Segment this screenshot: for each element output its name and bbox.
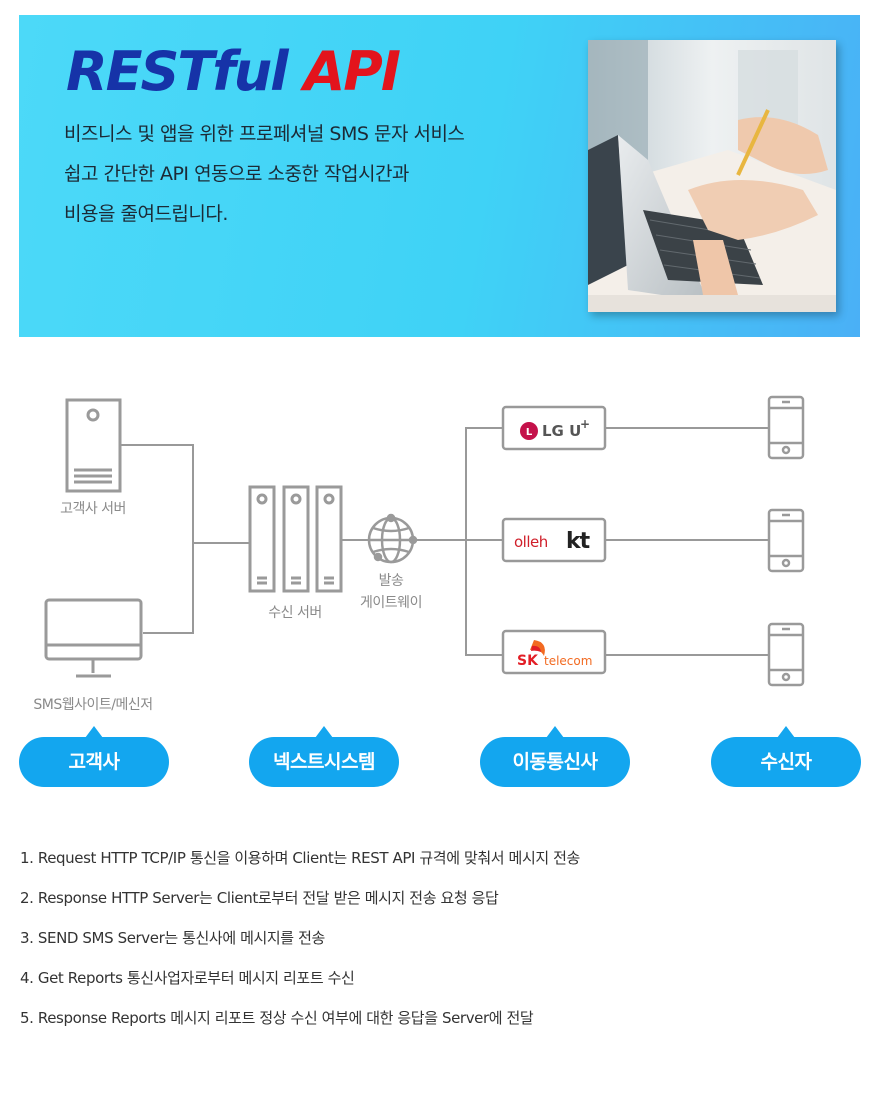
mobile-phone-icon [767, 395, 805, 460]
carrier-label-lg-sup: + [580, 417, 590, 431]
label-sms-website: SMS웹사이트/메신저 [33, 697, 153, 713]
stage-receiver: 수신자 [711, 726, 861, 787]
hero-title: RESTful API [66, 45, 401, 99]
globe-gateway-icon [367, 513, 418, 564]
carrier-label-sk: SK [517, 653, 539, 669]
architecture-diagram: L LG U + olleh kt SK telecom [0, 360, 880, 800]
mobile-phone-icon [767, 622, 805, 687]
list-item: 4. Get Reports 통신사업자로부터 메시지 리포트 수신 [20, 969, 355, 987]
hero-line-3: 비용을 줄여드립니다. [64, 203, 228, 225]
server-rack-icon [248, 485, 343, 593]
server-tower-icon [65, 398, 122, 493]
stage-customer: 고객사 [19, 726, 169, 787]
carrier-box-sk [501, 629, 607, 675]
carrier-label-lg: LG U [542, 422, 581, 440]
label-customer-server: 고객사 서버 [60, 501, 126, 517]
hero-line-1: 비즈니스 및 앱을 위한 프로페셔널 SMS 문자 서비스 [64, 123, 465, 145]
carrier-box-kt [501, 517, 607, 563]
carrier-label-kt: olleh [514, 533, 548, 551]
sk-logo-icon [530, 640, 545, 656]
list-item: 5. Response Reports 메시지 리포트 정상 수신 여부에 대한… [20, 1009, 534, 1027]
laptop-photo [588, 40, 836, 312]
label-receive-server: 수신 서버 [268, 605, 322, 621]
carrier-label-sk-2: telecom [544, 654, 592, 668]
stage-nextsystem: 넥스트시스템 [249, 726, 399, 787]
list-item: 1. Request HTTP TCP/IP 통신을 이용하며 Client는 … [20, 849, 580, 867]
process-notes-list: 1. Request HTTP TCP/IP 통신을 이용하며 Client는 … [20, 848, 580, 1048]
connector-lines [121, 427, 768, 656]
mobile-phone-icon [767, 508, 805, 573]
hero-title-accent: API [303, 40, 400, 103]
label-gateway: 발송 게이트웨이 [360, 573, 422, 611]
monitor-icon [44, 598, 143, 678]
hero-banner: RESTful API 비즈니스 및 앱을 위한 프로페셔널 SMS 문자 서비… [19, 15, 860, 337]
kt-logo-icon: kt [566, 529, 591, 554]
list-item: 3. SEND SMS Server는 통신사에 메시지를 전송 [20, 929, 325, 947]
hero-line-2: 쉽고 간단한 API 연동으로 소중한 작업시간과 [64, 163, 409, 185]
svg-text:L: L [526, 427, 533, 438]
diagram-graphics: L LG U + olleh kt SK telecom [44, 395, 805, 687]
hero-title-main: RESTful [66, 40, 289, 103]
list-item: 2. Response HTTP Server는 Client로부터 전달 받은… [20, 889, 499, 907]
stage-carrier: 이동통신사 [480, 726, 630, 787]
lg-logo-icon: L [520, 422, 538, 440]
